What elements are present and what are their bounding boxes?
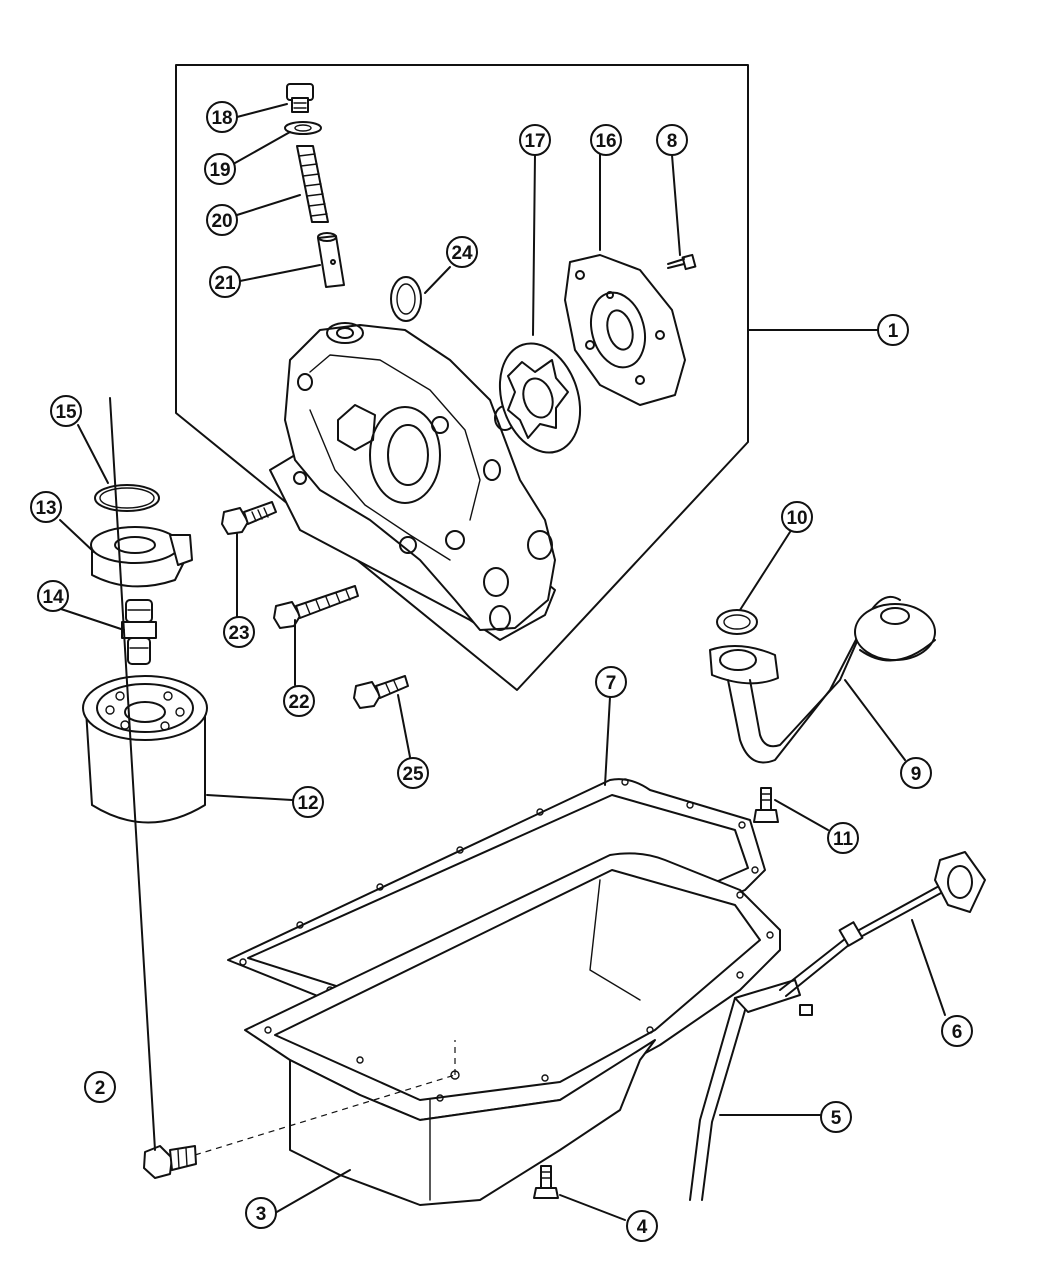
svg-text:12: 12 <box>297 793 318 814</box>
svg-text:20: 20 <box>211 211 232 232</box>
svg-text:15: 15 <box>55 402 77 423</box>
pickup-tube-bolt <box>753 787 779 823</box>
callout-10: 10 <box>781 501 813 533</box>
svg-text:10: 10 <box>786 508 807 529</box>
pump-rotor <box>498 342 582 454</box>
callout-14: 14 <box>37 580 69 612</box>
callout-13: 13 <box>30 491 62 523</box>
svg-text:24: 24 <box>451 243 473 264</box>
oil-pickup-tube <box>709 596 936 764</box>
callout-12: 12 <box>292 786 324 818</box>
svg-text:6: 6 <box>952 1022 963 1043</box>
callout-5: 5 <box>820 1101 852 1133</box>
callout-9: 9 <box>900 757 932 789</box>
callout-18: 18 <box>206 101 238 133</box>
oil-filter <box>82 675 208 824</box>
pump-o-ring <box>390 276 422 322</box>
svg-text:2: 2 <box>95 1078 106 1099</box>
relief-valve-spring <box>296 145 329 223</box>
callout-17: 17 <box>519 124 551 156</box>
cover-screw <box>667 253 697 271</box>
callout-6: 6 <box>941 1015 973 1047</box>
oil-pump-body <box>269 322 556 641</box>
callout-24: 24 <box>446 236 478 268</box>
svg-text:25: 25 <box>402 764 424 785</box>
svg-text:1: 1 <box>888 321 899 342</box>
svg-text:22: 22 <box>288 692 309 713</box>
pump-cover-plate <box>564 254 686 406</box>
oil-filter-adapter <box>90 526 193 588</box>
filter-adapter-fitting <box>121 599 157 665</box>
svg-text:13: 13 <box>35 498 56 519</box>
svg-text:14: 14 <box>42 587 64 608</box>
svg-text:4: 4 <box>637 1217 648 1238</box>
filter-adapter-seal <box>94 484 160 512</box>
svg-text:16: 16 <box>595 131 616 152</box>
dipstick <box>779 851 986 997</box>
callout-25: 25 <box>397 757 429 789</box>
svg-text:19: 19 <box>209 160 230 181</box>
svg-text:23: 23 <box>228 623 249 644</box>
callout-11: 11 <box>827 822 859 854</box>
oil-pump-assembly-frame <box>175 64 749 691</box>
svg-text:5: 5 <box>831 1108 842 1129</box>
svg-text:21: 21 <box>214 273 236 294</box>
callout-23: 23 <box>223 616 255 648</box>
svg-text:8: 8 <box>667 131 678 152</box>
svg-text:17: 17 <box>524 131 545 152</box>
callout-22: 22 <box>283 685 315 717</box>
svg-text:7: 7 <box>606 673 617 694</box>
callout-3: 3 <box>245 1197 277 1229</box>
pump-mounting-bolt-long <box>273 585 359 629</box>
svg-text:9: 9 <box>911 764 922 785</box>
oil-pan-bolt <box>533 1165 559 1199</box>
pump-mounting-bolt-short <box>221 501 277 535</box>
callout-1: 1 <box>877 314 909 346</box>
callout-19: 19 <box>204 153 236 185</box>
relief-valve-plug <box>286 83 314 113</box>
callout-8: 8 <box>656 124 688 156</box>
relief-valve-gasket <box>284 121 322 135</box>
callout-15: 15 <box>50 395 82 427</box>
pump-mounting-bolt-medium <box>353 675 409 709</box>
pickup-tube-o-ring <box>716 609 758 635</box>
callout-21: 21 <box>209 266 241 298</box>
svg-text:11: 11 <box>833 829 854 850</box>
leader-lines <box>57 103 946 1221</box>
svg-text:3: 3 <box>256 1204 267 1225</box>
callout-7: 7 <box>595 666 627 698</box>
callout-4: 4 <box>626 1210 658 1242</box>
relief-valve-plunger <box>317 232 345 288</box>
callout-16: 16 <box>590 124 622 156</box>
oil-pan <box>244 852 781 1206</box>
callout-20: 20 <box>206 204 238 236</box>
svg-text:18: 18 <box>211 108 232 129</box>
callout-2: 2 <box>84 1071 116 1103</box>
drain-plug-alignment-line <box>194 1074 456 1156</box>
oil-pan-drain-plug <box>143 1145 197 1179</box>
